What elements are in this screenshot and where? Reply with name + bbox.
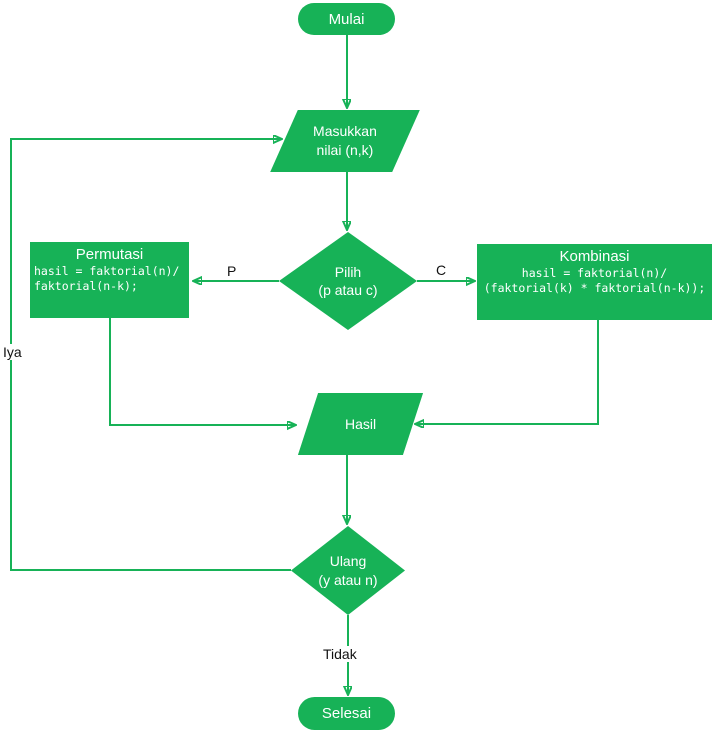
node-input-line1: Masukkan xyxy=(313,123,377,140)
node-start-mulai: Mulai xyxy=(298,3,395,35)
node-pilih-line1: Pilih xyxy=(334,263,362,280)
node-end-selesai: Selesai xyxy=(298,697,395,730)
node-pilih-line2: (p atau c) xyxy=(318,282,378,298)
node-ulang-line1: Ulang xyxy=(329,553,367,570)
edge-label-tidak: Tidak xyxy=(320,646,360,662)
node-hasil-label: Hasil xyxy=(344,416,377,432)
edge-label-c: C xyxy=(433,262,450,278)
edge-label-iya: Iya xyxy=(0,344,25,360)
edge-label-p: P xyxy=(224,263,240,279)
edge-kombinasi-to-hasil xyxy=(416,320,599,424)
node-input-text: Masukkan nilai (n,k) xyxy=(313,122,377,160)
node-process-kombinasi: Kombinasi hasil = faktorial(n)/ (faktori… xyxy=(477,244,712,320)
node-end-label: Selesai xyxy=(321,705,372,722)
node-process-permutasi: Permutasi hasil = faktorial(n)/ faktoria… xyxy=(30,242,189,318)
node-ulang-line2: (y atau n) xyxy=(318,571,378,588)
edge-ulang-loop-to-input xyxy=(10,139,291,571)
permutasi-title: Permutasi xyxy=(75,246,144,263)
kombinasi-code-line1: hasil = faktorial(n)/ xyxy=(521,266,668,280)
node-input-line2: nilai (n,k) xyxy=(316,142,374,158)
node-start-label: Mulai xyxy=(328,10,365,28)
kombinasi-title: Kombinasi xyxy=(559,248,630,265)
kombinasi-code-line2: (faktorial(k) * faktorial(n-k)); xyxy=(483,281,706,295)
edge-permutasi-to-hasil xyxy=(109,318,295,425)
permutasi-code-line2: faktorial(n-k); xyxy=(34,279,138,293)
permutasi-code-line1: hasil = faktorial(n)/ xyxy=(34,264,180,278)
node-output-hasil: Hasil xyxy=(297,393,424,455)
